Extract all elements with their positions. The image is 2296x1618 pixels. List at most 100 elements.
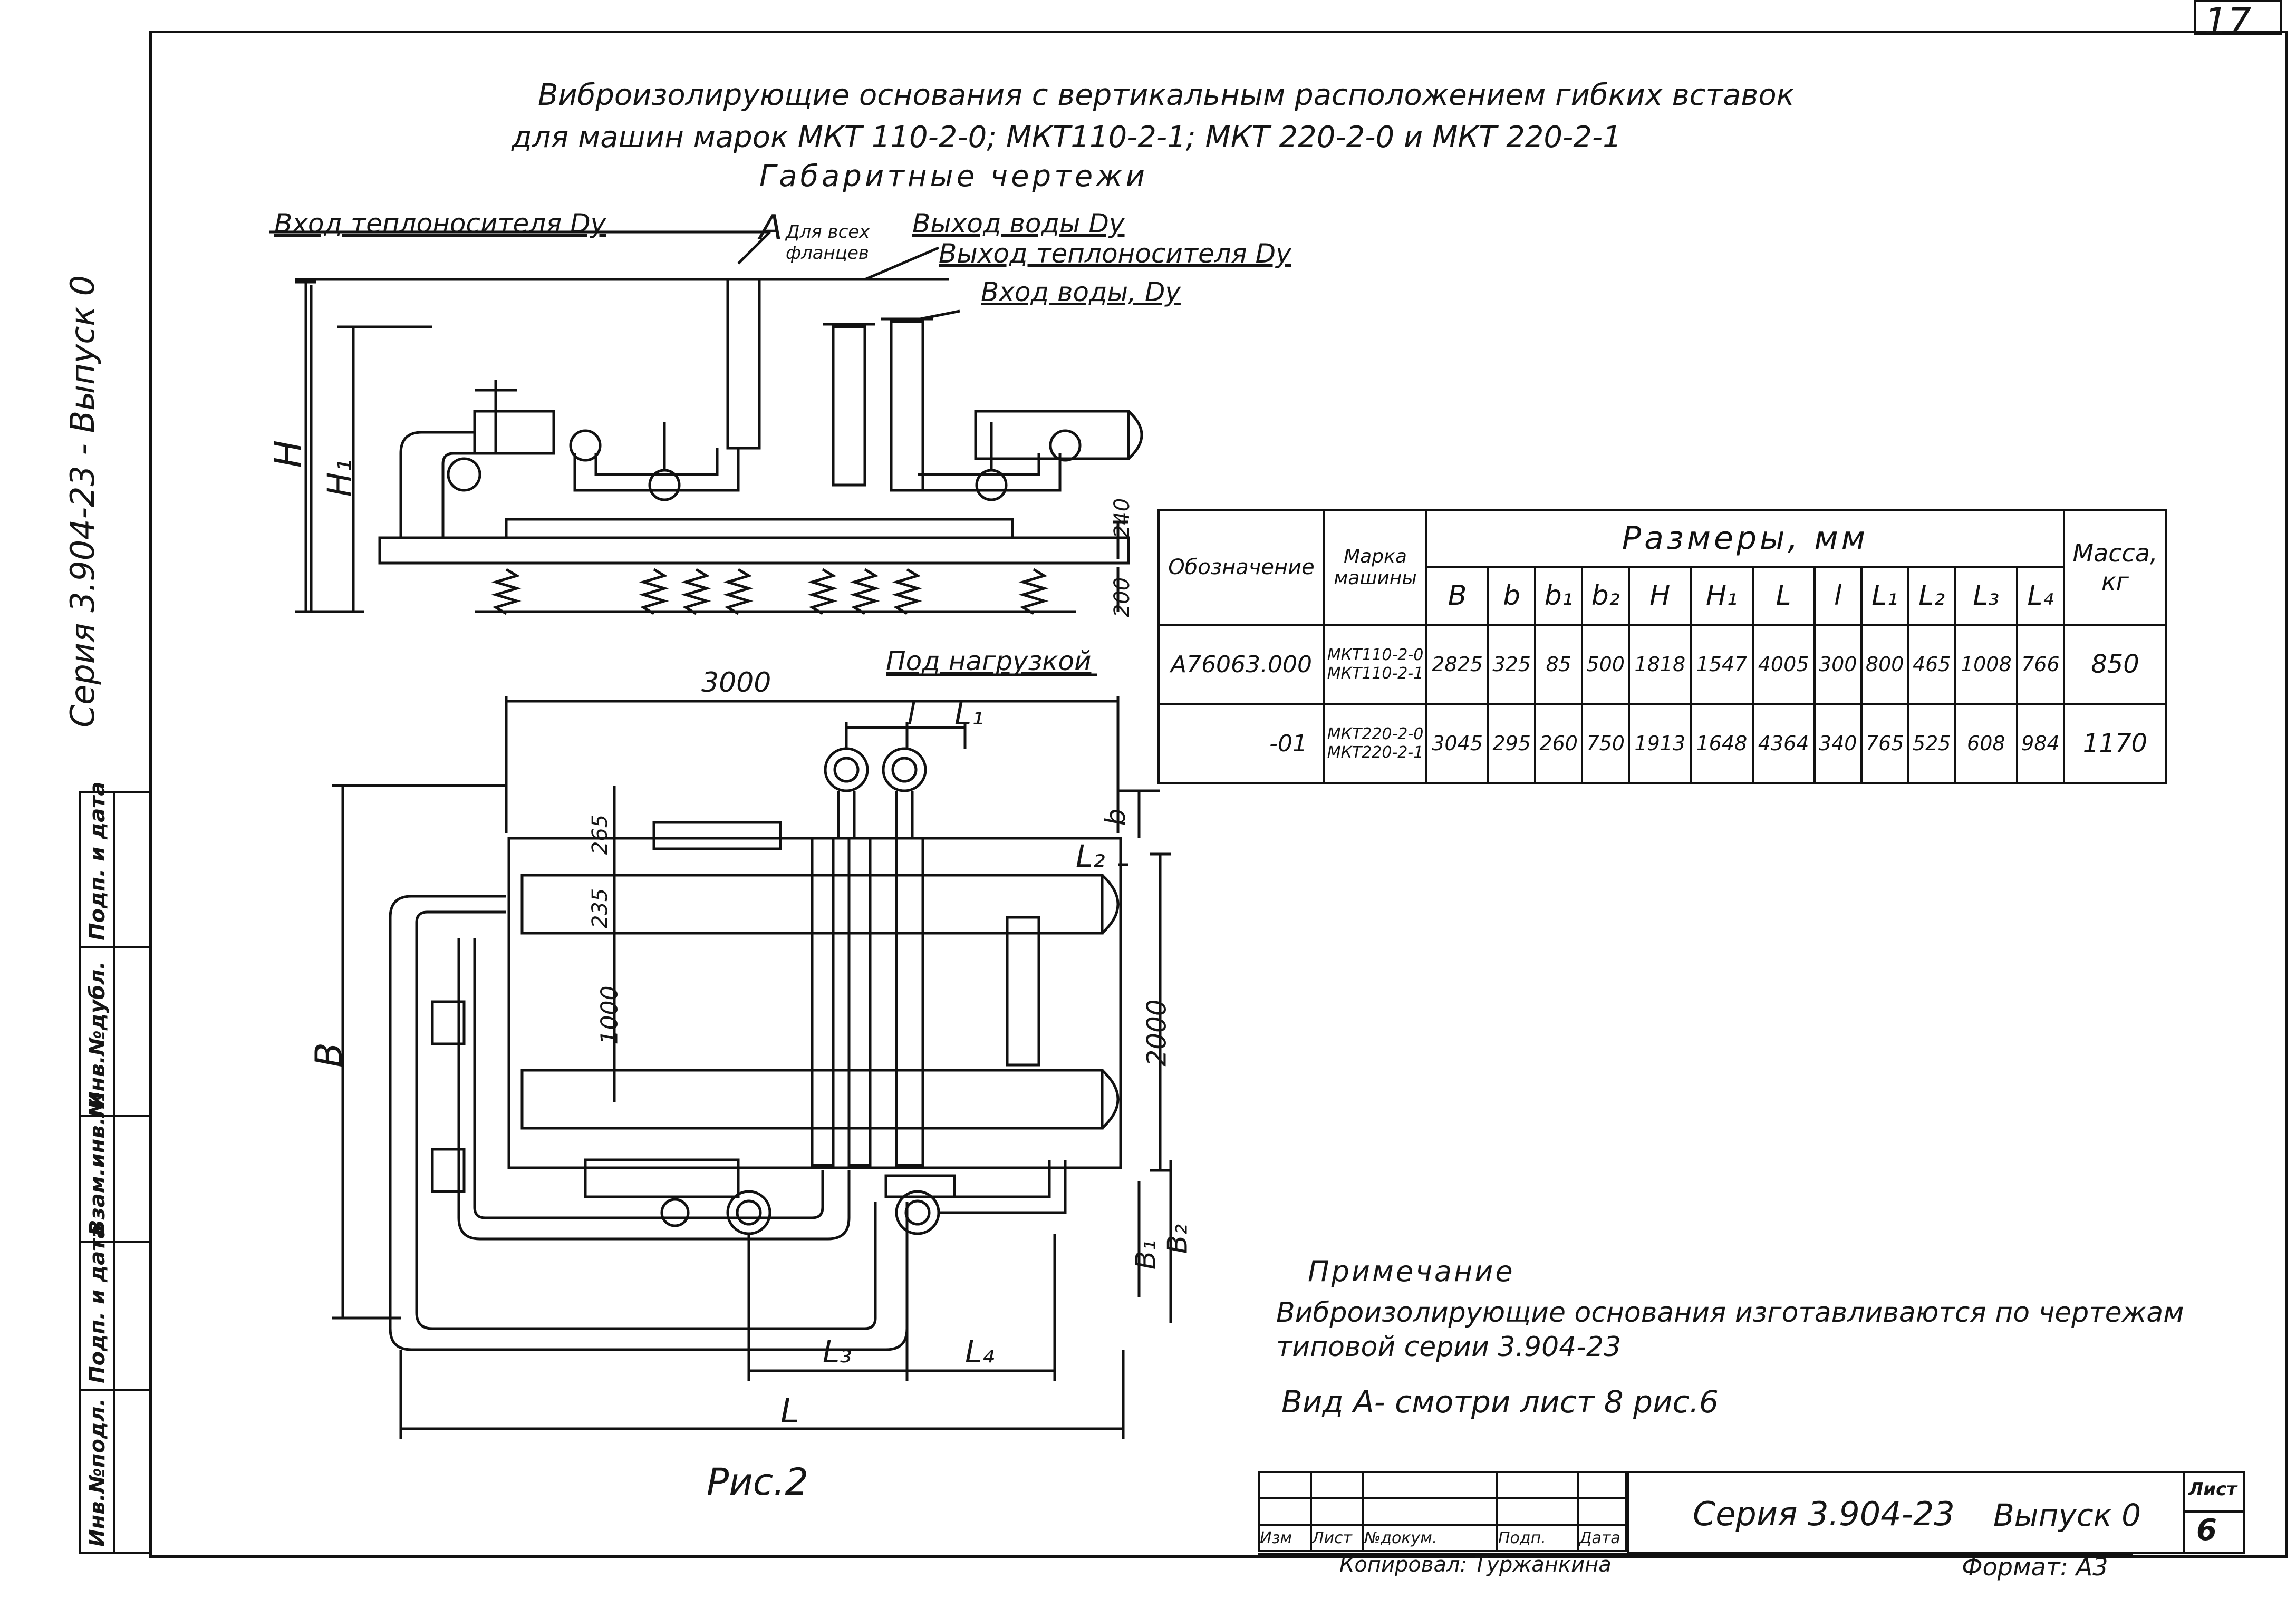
callout-view-a: A xyxy=(759,208,783,247)
tb-issue: Выпуск 0 xyxy=(1993,1497,2141,1533)
row1-H: 1818 xyxy=(1628,624,1692,705)
dim-240: 240 xyxy=(1110,498,1135,539)
dim-l2: L₂ xyxy=(1076,838,1105,874)
row2-L3: 608 xyxy=(1954,703,2018,784)
table-head-L1: L₁ xyxy=(1860,566,1909,626)
tb-bottom-rule xyxy=(1258,1553,2133,1555)
tb-series: Серия 3.904-23 xyxy=(1693,1495,1955,1533)
figure-caption: Рис.2 xyxy=(707,1460,808,1504)
row1-model: МКТ110-2-0 МКТ110-2-1 xyxy=(1323,624,1427,705)
dim-l: l xyxy=(907,696,916,732)
table-head-designation: Обозначение xyxy=(1157,509,1325,626)
row1-l: 300 xyxy=(1813,624,1863,705)
dimensions-table: Обозначение Марка машины Размеры, мм Мас… xyxy=(1157,509,2167,784)
row1-b: 325 xyxy=(1487,624,1537,705)
dim-b: b xyxy=(1100,808,1132,826)
row1-H1: 1547 xyxy=(1690,624,1754,705)
row1-mass: 850 xyxy=(2063,624,2167,705)
tb-head-signature: Подп. xyxy=(1496,1524,1579,1552)
title-block-header-row: Изм Лист №докум. Подп. Дата xyxy=(1258,1524,1627,1552)
row1-b1: 85 xyxy=(1534,624,1584,705)
dim-3000: 3000 xyxy=(701,667,771,699)
row1-designation: А76063.000 xyxy=(1157,624,1325,705)
dim-200: 200 xyxy=(1110,577,1135,618)
row2-H1: 1648 xyxy=(1690,703,1754,784)
dim-l1: L₁ xyxy=(954,696,984,732)
row2-L1: 765 xyxy=(1860,703,1909,784)
table-head-mass: Масса, кг xyxy=(2063,509,2167,626)
table-head-H: H xyxy=(1628,566,1692,626)
row2-H: 1913 xyxy=(1628,703,1692,784)
corner-sheet-number: 17 xyxy=(2204,0,2252,43)
row2-mass: 1170 xyxy=(2063,703,2167,784)
row1-L3: 1008 xyxy=(1954,624,2018,705)
dim-235: 235 xyxy=(588,888,613,929)
dim-B1: B₁ xyxy=(1130,1239,1162,1270)
row2-L2: 525 xyxy=(1907,703,1956,784)
callout-water-outlet: Выход воды Dу xyxy=(912,208,1125,239)
row1-L: 4005 xyxy=(1751,624,1816,705)
table-head-L2: L₂ xyxy=(1907,566,1956,626)
row2-designation: -01 xyxy=(1157,703,1325,784)
dim-265: 265 xyxy=(588,814,613,855)
tb-sheet-number: 6 xyxy=(2196,1513,2217,1547)
table-head-L4: L₄ xyxy=(2015,566,2066,626)
table-head-L: L xyxy=(1751,566,1816,626)
drawing-title-line2: для машин марок МКТ 110-2-0; МКТ110-2-1;… xyxy=(512,120,1622,154)
dim-B2: B₂ xyxy=(1162,1224,1194,1254)
tb-sheet-label: Лист xyxy=(2188,1479,2237,1500)
row2-b2: 750 xyxy=(1581,703,1631,784)
row2-model: МКТ220-2-0 МКТ220-2-1 xyxy=(1323,703,1427,784)
drawing-title-line3: Габаритные чертежи xyxy=(759,159,1149,193)
callout-under-load: Под нагрузкой xyxy=(886,646,1092,676)
table-row: -01 МКТ220-2-0 МКТ220-2-1 3045 295 260 7… xyxy=(1157,703,2167,784)
table-head-H1: H₁ xyxy=(1690,566,1754,626)
title-block-revisions: Изм Лист №докум. Подп. Дата xyxy=(1258,1471,1627,1552)
row2-L: 4364 xyxy=(1751,703,1816,784)
dim-2000: 2000 xyxy=(1141,999,1172,1067)
callout-all-flanges: Для всех фланцев xyxy=(786,221,870,264)
table-head-L3: L₃ xyxy=(1954,566,2018,626)
row2-L4: 984 xyxy=(2015,703,2066,784)
dim-B: B xyxy=(307,1042,351,1068)
row2-l: 340 xyxy=(1813,703,1863,784)
table-head-l: l xyxy=(1813,566,1863,626)
corner-number-box xyxy=(2194,0,2282,35)
row1-b2: 500 xyxy=(1581,624,1631,705)
row2-B: 3045 xyxy=(1425,703,1490,784)
table-head-model: Марка машины xyxy=(1323,509,1427,626)
tb-head-change: Изм xyxy=(1258,1524,1312,1552)
note-heading: Примечание xyxy=(1308,1255,1515,1288)
table-head-b: b xyxy=(1487,566,1537,626)
row1-B: 2825 xyxy=(1425,624,1490,705)
dim-H: H xyxy=(266,440,310,468)
row1-L4: 766 xyxy=(2015,624,2066,705)
tb-head-date: Дата xyxy=(1577,1524,1627,1552)
row2-b: 295 xyxy=(1487,703,1537,784)
table-head-b1: b₁ xyxy=(1534,566,1584,626)
tb-head-document: №докум. xyxy=(1362,1524,1498,1552)
table-head-sizes: Размеры, мм xyxy=(1425,509,2065,568)
table-head-b2: b₂ xyxy=(1581,566,1631,626)
row1-L2: 465 xyxy=(1907,624,1956,705)
callout-heat-carrier-inlet: Вход теплоносителя Dу xyxy=(274,208,606,239)
table-row: А76063.000 МКТ110-2-0 МКТ110-2-1 2825 32… xyxy=(1157,624,2167,705)
note-view-reference: Вид А- смотри лист 8 рис.6 xyxy=(1281,1384,1719,1420)
dim-L: L xyxy=(780,1392,799,1431)
side-stamp: Подп. и дата Инв.№дубл. Взам.инв.№ Подп.… xyxy=(79,782,151,1554)
row2-b1: 260 xyxy=(1534,703,1584,784)
drawing-title-line1: Виброизолирующие основания с вертикальны… xyxy=(538,78,1795,112)
callout-heat-carrier-outlet: Выход теплоносителя Dу xyxy=(939,238,1291,269)
dim-l4: L₄ xyxy=(965,1334,995,1370)
tb-copied-by: Копировал: Туржанкина xyxy=(1339,1553,1612,1577)
callout-water-inlet: Вход воды, Dу xyxy=(981,277,1181,307)
note-text-2: типовой серии 3.904-23 xyxy=(1276,1331,1622,1363)
dim-1000: 1000 xyxy=(596,985,623,1045)
dim-H1: H₁ xyxy=(320,459,359,497)
dim-l3: L₃ xyxy=(823,1334,852,1370)
tb-sheet-box xyxy=(2183,1471,2245,1554)
table-size-heads: B b b₁ b₂ H H₁ L l L₁ L₂ L₃ L₄ xyxy=(1159,566,2166,626)
tb-sheet-divider xyxy=(2183,1510,2245,1513)
table-head-B: B xyxy=(1425,566,1490,626)
